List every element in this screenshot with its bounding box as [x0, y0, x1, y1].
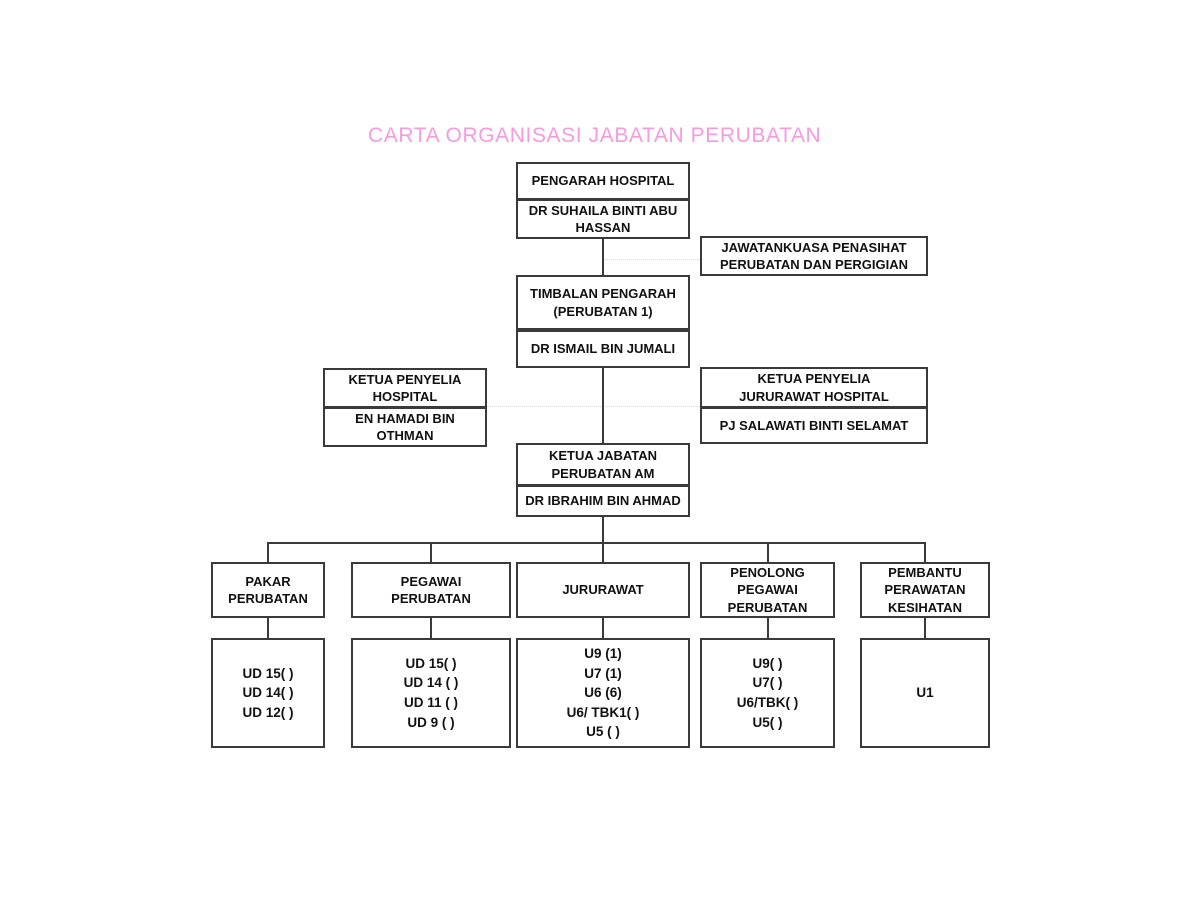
- column-grades-5: U1: [860, 638, 990, 748]
- connector-bus-to-column-2: [430, 542, 432, 563]
- column-grades-4: U9( ) U7( ) U6/TBK( ) U5( ): [700, 638, 835, 748]
- column-4-header-line1: PENOLONG: [730, 565, 805, 581]
- column-header-2: PEGAWAI PERUBATAN: [351, 562, 511, 618]
- nursing-supervisor-role-line1: KETUA PENYELIA: [757, 371, 871, 387]
- hospital-supervisor-role-line2: HOSPITAL: [372, 389, 438, 404]
- deputy-role-line2: (PERUBATAN 1): [553, 303, 653, 319]
- node-deputy-director-role: TIMBALAN PENGARAH (PERUBATAN 1): [516, 275, 690, 330]
- department-head-name-label: DR IBRAHIM BIN AHMAD: [525, 493, 681, 509]
- column-3-grade-3: U6/ TBK1( ): [566, 704, 640, 720]
- column-3-grade-4: U5 ( ): [586, 724, 620, 740]
- connector-column-3-header-to-grades: [602, 618, 604, 638]
- column-4-grade-3: U5( ): [752, 714, 783, 730]
- column-4-grade-2: U6/TBK( ): [736, 695, 799, 710]
- column-5-header-line3: KESIHATAN: [888, 599, 962, 615]
- column-3-grade-0: U9 (1): [584, 646, 622, 661]
- connector-head-to-bus: [602, 517, 604, 543]
- connector-deputy-to-hospital-supervisor: [487, 406, 603, 408]
- connector-column-2-header-to-grades: [430, 618, 432, 638]
- nursing-supervisor-role-line2: JURURAWAT HOSPITAL: [739, 388, 889, 404]
- hospital-supervisor-name-line1: EN HAMADI BIN: [355, 410, 455, 426]
- deputy-role-line1: TIMBALAN PENGARAH: [530, 286, 676, 302]
- column-5-header-line1: PEMBANTU: [888, 565, 962, 581]
- column-header-3: JURURAWAT: [516, 562, 690, 618]
- node-nursing-supervisor-name: PJ SALAWATI BINTI SELAMAT: [700, 407, 928, 444]
- column-grades-1: UD 15( ) UD 14( ) UD 12( ): [211, 638, 325, 748]
- node-advisory-committee: JAWATANKUASA PENASIHAT PERUBATAN DAN PER…: [700, 236, 928, 276]
- column-1-header-line2: PERUBATAN: [228, 591, 308, 606]
- advisory-line2: PERUBATAN DAN PERGIGIAN: [719, 257, 909, 272]
- column-4-header-line3: PERUBATAN: [727, 599, 808, 615]
- connector-column-5-header-to-grades: [924, 618, 926, 638]
- director-role-label: PENGARAH HOSPITAL: [531, 173, 675, 189]
- connector-deputy-to-nursing-supervisor: [602, 406, 700, 408]
- director-name-line1: DR SUHAILA BINTI ABU: [528, 202, 678, 218]
- column-2-header-line1: PEGAWAI: [400, 573, 462, 589]
- department-head-role-line1: KETUA JABATAN: [548, 448, 658, 464]
- column-1-grade-2: UD 12( ): [242, 704, 294, 720]
- department-head-role-line2: PERUBATAN AM: [551, 465, 655, 481]
- column-2-grade-1: UD 14 ( ): [403, 675, 459, 691]
- column-header-5: PEMBANTU PERAWATAN KESIHATAN: [860, 562, 990, 618]
- column-2-grade-0: UD 15( ): [405, 655, 457, 671]
- advisory-line1: JAWATANKUASA PENASIHAT: [721, 239, 907, 255]
- column-4-header-line2: PEGAWAI: [737, 582, 798, 598]
- connector-director-to-deputy: [602, 239, 604, 275]
- connector-bus-to-column-1: [267, 542, 269, 563]
- connector-bus-horizontal: [267, 542, 926, 544]
- node-department-head-role: KETUA JABATAN PERUBATAN AM: [516, 443, 690, 486]
- connector-deputy-to-head: [602, 368, 604, 443]
- node-department-head-name: DR IBRAHIM BIN AHMAD: [516, 485, 690, 517]
- column-header-1: PAKAR PERUBATAN: [211, 562, 325, 618]
- connector-column-1-header-to-grades: [267, 618, 269, 638]
- connector-bus-to-column-5: [924, 542, 926, 563]
- column-4-grade-0: U9( ): [752, 655, 783, 671]
- node-director-name: DR SUHAILA BINTI ABU HASSAN: [516, 199, 690, 239]
- node-deputy-director-name: DR ISMAIL BIN JUMALI: [516, 330, 690, 368]
- hospital-supervisor-name-line2: OTHMAN: [376, 428, 434, 443]
- column-grades-3: U9 (1) U7 (1) U6 (6) U6/ TBK1( ) U5 ( ): [516, 638, 690, 748]
- connector-bus-to-column-4: [767, 542, 769, 563]
- column-3-grade-2: U6 (6): [584, 685, 622, 701]
- hospital-supervisor-role-line1: KETUA PENYELIA: [348, 371, 462, 387]
- node-nursing-supervisor-role: KETUA PENYELIA JURURAWAT HOSPITAL: [700, 367, 928, 408]
- deputy-name-label: DR ISMAIL BIN JUMALI: [530, 341, 676, 357]
- connector-director-to-advisory: [602, 259, 710, 261]
- page-title: CARTA ORGANISASI JABATAN PERUBATAN: [368, 124, 822, 147]
- nursing-supervisor-name-label: PJ SALAWATI BINTI SELAMAT: [719, 417, 909, 433]
- column-1-grade-0: UD 15( ): [242, 665, 294, 681]
- node-hospital-supervisor-name: EN HAMADI BIN OTHMAN: [323, 407, 487, 447]
- column-3-grade-1: U7 (1): [584, 665, 622, 681]
- director-name-line2: HASSAN: [575, 220, 631, 235]
- column-3-header-line1: JURURAWAT: [562, 582, 644, 598]
- column-2-header-line2: PERUBATAN: [391, 591, 471, 606]
- node-director-role: PENGARAH HOSPITAL: [516, 162, 690, 200]
- column-grades-2: UD 15( ) UD 14 ( ) UD 11 ( ) UD 9 ( ): [351, 638, 511, 748]
- connector-bus-to-column-3: [602, 542, 604, 563]
- column-2-grade-2: UD 11 ( ): [403, 695, 458, 710]
- column-4-grade-1: U7( ): [752, 675, 783, 691]
- column-header-4: PENOLONG PEGAWAI PERUBATAN: [700, 562, 835, 618]
- connector-column-4-header-to-grades: [767, 618, 769, 638]
- column-1-header-line1: PAKAR: [245, 573, 291, 589]
- column-2-grade-3: UD 9 ( ): [407, 714, 455, 730]
- column-1-grade-1: UD 14( ): [242, 685, 294, 701]
- column-5-header-line2: PERAWATAN: [884, 582, 966, 598]
- node-hospital-supervisor-role: KETUA PENYELIA HOSPITAL: [323, 368, 487, 408]
- column-5-grade-0: U1: [916, 685, 934, 701]
